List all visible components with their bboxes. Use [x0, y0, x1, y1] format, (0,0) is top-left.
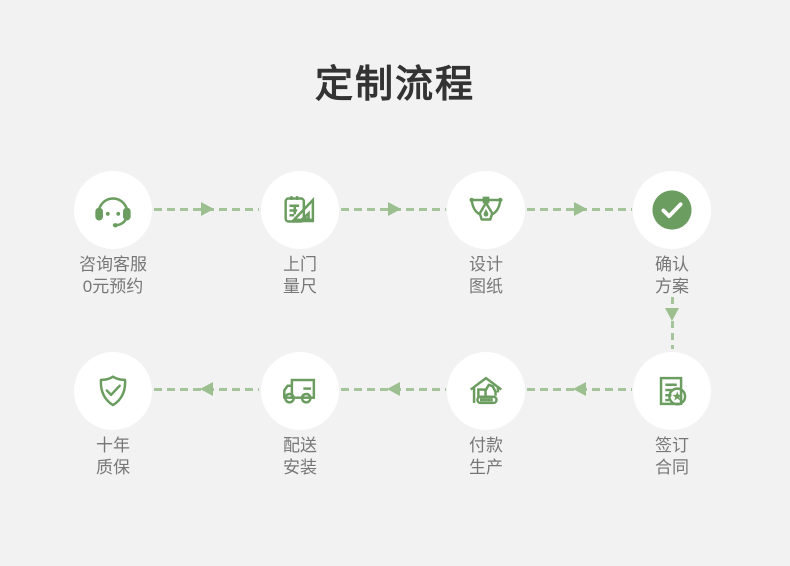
arrow-down-icon — [664, 297, 680, 349]
arrow-right-icon — [341, 201, 446, 217]
step-circle — [633, 171, 711, 249]
step-label-line2: 0元预约 — [82, 277, 144, 296]
step-circle — [261, 171, 339, 249]
step-label-line2: 量尺 — [283, 277, 317, 296]
step-label-line1: 签订 — [655, 436, 689, 455]
step-label-line2: 合同 — [655, 458, 689, 477]
step-confirm-plan: 确认 方案 — [612, 171, 732, 298]
step-design-drawings: 设计 图纸 — [426, 171, 546, 298]
arrow-left-icon — [154, 381, 259, 397]
step-circle — [74, 352, 152, 430]
contract-star-icon — [651, 370, 693, 412]
step-label-line1: 确认 — [655, 255, 689, 274]
step-label-line1: 十年 — [96, 436, 130, 455]
headset-icon — [92, 189, 134, 231]
page-title: 定制流程 — [314, 64, 475, 106]
step-label-line2: 安装 — [283, 458, 317, 477]
step-sign-contract: 签订 合同 — [612, 352, 732, 479]
arrow-right-icon — [154, 201, 259, 217]
step-home-measure: 上门 量尺 — [240, 171, 360, 298]
step-label-line1: 配送 — [283, 436, 317, 455]
measuring-ruler-icon — [279, 189, 321, 231]
step-label-line2: 方案 — [655, 277, 689, 296]
arrow-left-icon — [341, 381, 446, 397]
step-ten-year-warranty: 十年 质保 — [53, 352, 173, 479]
arrow-left-icon — [527, 381, 632, 397]
step-label-line1: 设计 — [469, 255, 503, 274]
step-circle — [261, 352, 339, 430]
factory-house-icon — [465, 370, 507, 412]
step-label-line2: 生产 — [469, 458, 503, 477]
step-label-line2: 图纸 — [469, 277, 503, 296]
step-label-line1: 上门 — [283, 255, 317, 274]
step-payment-production: 付款 生产 — [426, 352, 546, 479]
step-delivery-install: 配送 安装 — [240, 352, 360, 479]
arrow-right-icon — [527, 201, 632, 217]
delivery-truck-icon — [279, 370, 321, 412]
step-label-line1: 咨询客服 — [79, 255, 147, 274]
check-circle-icon — [651, 189, 693, 231]
step-label-line1: 付款 — [469, 436, 503, 455]
pen-tool-icon — [465, 189, 507, 231]
step-circle — [74, 171, 152, 249]
step-circle — [633, 352, 711, 430]
step-circle — [447, 352, 525, 430]
step-circle — [447, 171, 525, 249]
step-label-line2: 质保 — [96, 458, 130, 477]
step-consult-service: 咨询客服 0元预约 — [53, 171, 173, 298]
shield-check-icon — [92, 370, 134, 412]
